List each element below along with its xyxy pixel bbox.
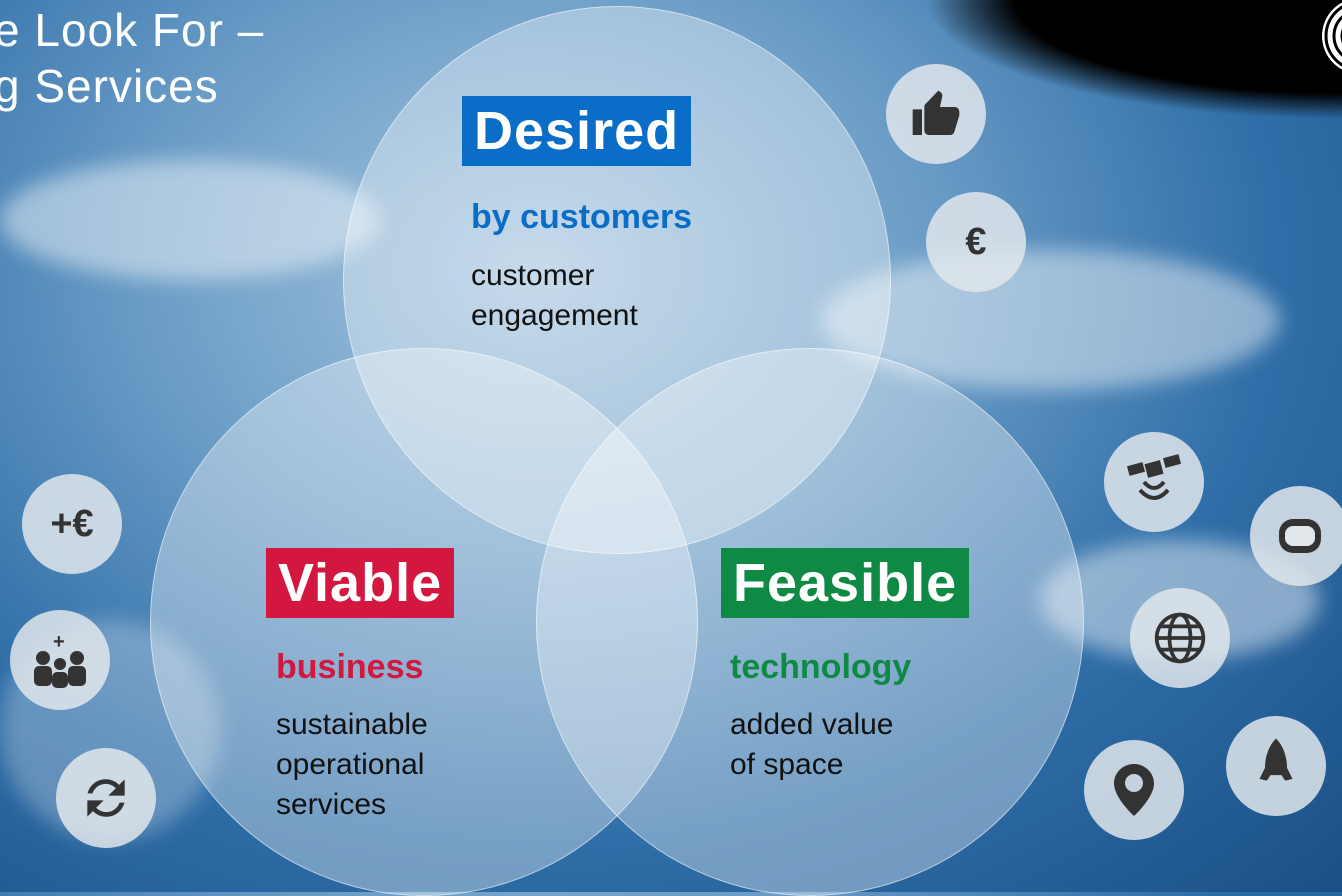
desired-desc-line1: customer	[471, 259, 595, 292]
location-pin-icon	[1084, 740, 1184, 840]
slide-title-line1: e Look For –	[0, 4, 265, 56]
viable-desc-line1: sustainable	[276, 708, 428, 741]
svg-text:+: +	[53, 631, 65, 653]
viable-desc-line2: operational	[276, 748, 425, 781]
feasible-desc-line1: added value	[730, 708, 894, 741]
feasible-desc-line2: of space	[730, 748, 844, 781]
logo-icon	[1322, 2, 1342, 70]
feasible-subtitle: technology	[730, 648, 912, 686]
viable-subtitle: business	[276, 648, 424, 686]
slide-title: e Look For – g Services	[0, 2, 264, 114]
rocket-icon	[1226, 716, 1326, 816]
thumbs-up-icon	[886, 64, 986, 164]
cloud	[0, 160, 380, 280]
astronaut-helmet-icon	[1250, 486, 1342, 586]
desired-description: customer engagement	[471, 256, 638, 336]
add-people-icon: +	[10, 610, 110, 710]
globe-icon	[1130, 588, 1230, 688]
desired-label: Desired	[462, 96, 692, 166]
desired-desc-line2: engagement	[471, 299, 638, 332]
euro-icon: €	[926, 192, 1026, 292]
satellite-icon	[1104, 432, 1204, 532]
refresh-icon	[56, 748, 156, 848]
space-background	[922, 0, 1342, 120]
feasible-label: Feasible	[721, 548, 970, 618]
viable-desc-line3: services	[276, 788, 387, 821]
venn-circle-feasible	[536, 348, 1084, 896]
viable-label: Viable	[266, 548, 455, 618]
slide-title-line2: g Services	[0, 60, 219, 112]
plus-euro-icon: +€	[22, 474, 122, 574]
viable-description: sustainable operational services	[276, 705, 428, 825]
feasible-description: added value of space	[730, 705, 893, 785]
desired-subtitle: by customers	[471, 198, 693, 236]
